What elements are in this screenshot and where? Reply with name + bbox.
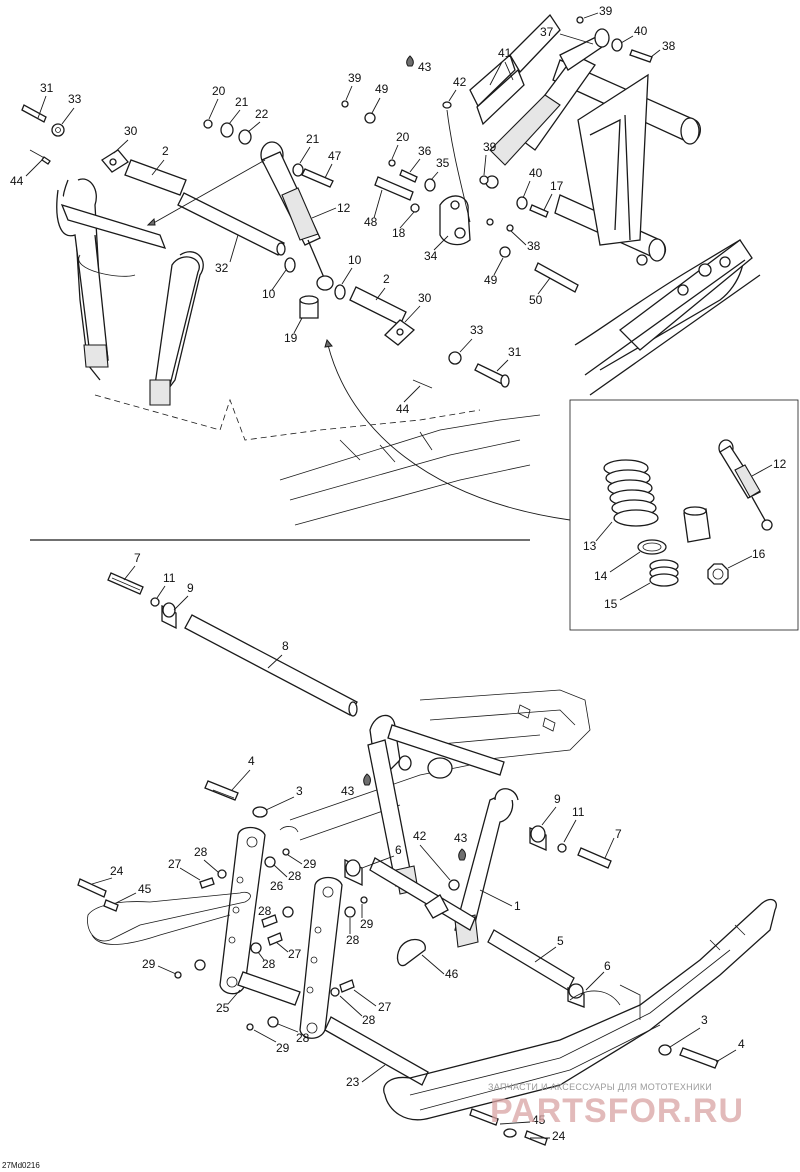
callout-24: 24	[552, 1129, 566, 1143]
front-suspension-lower-assembly	[77, 572, 777, 1146]
watermark-brand: PARTSFOR.RU	[490, 1092, 744, 1130]
callout-28: 28	[362, 1013, 376, 1027]
callout-43: 43	[454, 831, 468, 845]
callout-30: 30	[418, 291, 432, 305]
callout-49: 49	[375, 82, 389, 96]
callout-6: 6	[604, 959, 611, 973]
callout-29: 29	[303, 857, 317, 871]
callout-22: 22	[255, 107, 269, 121]
callout-8: 8	[282, 639, 289, 653]
callout-6: 6	[395, 843, 402, 857]
callout-3: 3	[701, 1013, 708, 1027]
callout-34: 34	[424, 249, 438, 263]
callout-16: 16	[752, 547, 766, 561]
link-plate-right	[299, 876, 343, 1039]
callout-40: 40	[634, 24, 648, 38]
callout-27: 27	[288, 947, 302, 961]
callout-20: 20	[212, 84, 226, 98]
callout-27: 27	[168, 857, 182, 871]
callout-28: 28	[258, 904, 272, 918]
callout-11: 11	[163, 571, 176, 585]
callout-33: 33	[470, 323, 484, 337]
callout-28: 28	[288, 869, 302, 883]
callout-42: 42	[413, 829, 427, 843]
callout-30: 30	[124, 124, 138, 138]
callout-39: 39	[348, 71, 362, 85]
callout-40: 40	[529, 166, 543, 180]
callout-38: 38	[527, 239, 541, 253]
callout-31: 31	[40, 81, 54, 95]
callout-29: 29	[276, 1041, 290, 1055]
callout-13: 13	[583, 539, 597, 553]
callout-20: 20	[396, 130, 410, 144]
callout-7: 7	[134, 551, 141, 565]
callout-3: 3	[296, 784, 303, 798]
callout-29: 29	[360, 917, 374, 931]
callout-31: 31	[508, 345, 522, 359]
callout-11: 11	[572, 805, 585, 819]
callout-12: 12	[773, 457, 787, 471]
callout-21: 21	[235, 95, 249, 109]
callout-2: 2	[383, 272, 390, 286]
callout-23: 23	[346, 1075, 360, 1089]
callout-25: 25	[216, 1001, 230, 1015]
callout-43: 43	[341, 784, 355, 798]
callout-46: 46	[445, 967, 459, 981]
callout-42: 42	[453, 75, 467, 89]
callout-21: 21	[306, 132, 320, 146]
callout-37: 37	[540, 25, 554, 39]
callout-38: 38	[662, 39, 676, 53]
callout-48: 48	[364, 215, 378, 229]
callout-10: 10	[348, 253, 362, 267]
callout-33: 33	[68, 92, 82, 106]
callout-27: 27	[378, 1000, 392, 1014]
callout-49: 49	[484, 273, 498, 287]
callout-29: 29	[142, 957, 156, 971]
callout-39: 39	[483, 140, 497, 154]
callout-44: 44	[396, 402, 410, 416]
callout-28: 28	[262, 957, 276, 971]
spring-inset-box: 12 13 14 15 16	[569, 399, 799, 631]
callout-43: 43	[418, 60, 432, 74]
callout-4: 4	[738, 1037, 745, 1051]
callout-28: 28	[296, 1031, 310, 1045]
callout-9: 9	[187, 581, 194, 595]
callout-47: 47	[328, 149, 342, 163]
callouts-lower: 7 11 9 8 4 3 43 9 11 7 27 28 29 28 26 6 …	[91, 551, 745, 1143]
callout-28: 28	[194, 845, 208, 859]
callout-1: 1	[514, 899, 521, 913]
callout-4: 4	[248, 754, 255, 768]
callouts-upper: 31 33 30 2 44 20 21 22 32 10 39 49 43 42…	[10, 4, 676, 416]
callout-41: 41	[498, 46, 512, 60]
callout-39: 39	[599, 4, 613, 18]
callout-12: 12	[337, 201, 351, 215]
callout-14: 14	[594, 569, 608, 583]
callout-10: 10	[262, 287, 276, 301]
callout-5: 5	[557, 934, 564, 948]
callout-18: 18	[392, 226, 406, 240]
rear-suspension-upper-assembly	[21, 13, 761, 526]
callout-45: 45	[532, 1113, 546, 1127]
callout-24: 24	[110, 864, 124, 878]
callout-7: 7	[615, 827, 622, 841]
callout-15: 15	[604, 597, 618, 611]
watermark: ЗАПЧАСТИ И АКСЕССУАРЫ ДЛЯ МОТОТЕХНИКИ PA…	[488, 1082, 744, 1130]
callout-44: 44	[10, 174, 24, 188]
callout-17: 17	[550, 179, 564, 193]
callout-45: 45	[138, 882, 152, 896]
callout-32: 32	[215, 261, 229, 275]
spring-13	[603, 459, 659, 527]
callout-36: 36	[418, 144, 432, 158]
callout-19: 19	[284, 331, 298, 345]
callout-35: 35	[436, 156, 450, 170]
callout-9: 9	[554, 792, 561, 806]
drawing-code: 27Md0216	[2, 1161, 40, 1170]
callout-28: 28	[346, 933, 360, 947]
callout-50: 50	[529, 293, 543, 307]
callout-26: 26	[270, 879, 284, 893]
watermark-tagline: ЗАПЧАСТИ И АКСЕССУАРЫ ДЛЯ МОТОТЕХНИКИ	[488, 1082, 712, 1092]
callout-2: 2	[162, 144, 169, 158]
